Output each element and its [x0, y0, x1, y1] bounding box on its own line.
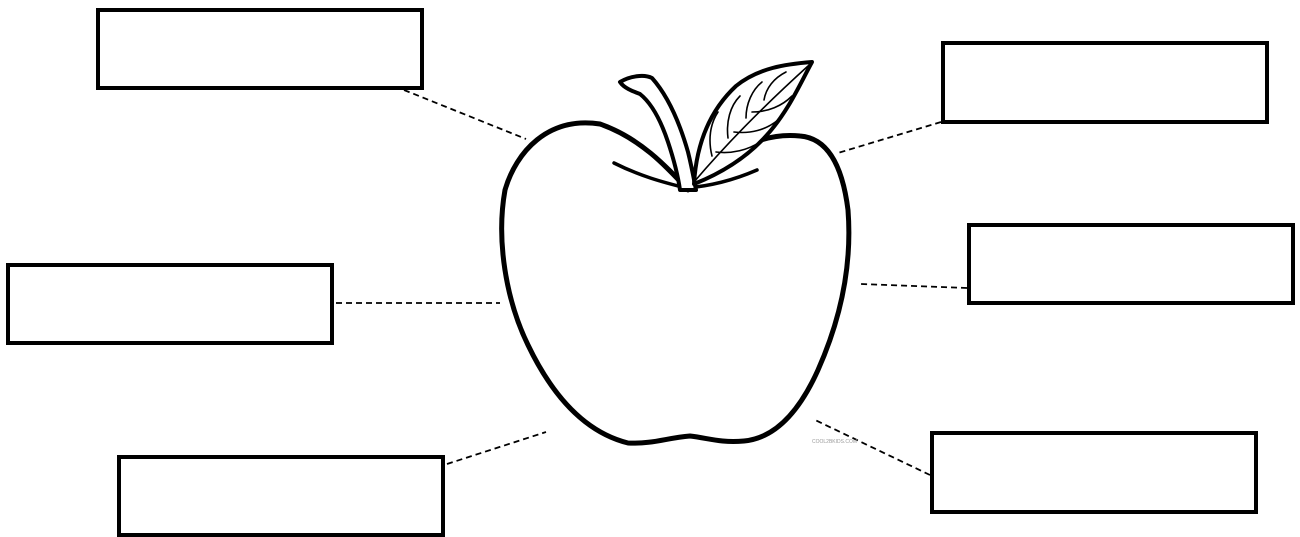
- label-box-mid-left[interactable]: [6, 263, 334, 345]
- label-box-bottom-right[interactable]: [930, 431, 1258, 514]
- leader-line-bottom-left: [446, 431, 547, 465]
- apple-body: [499, 120, 852, 446]
- label-box-top-right[interactable]: [941, 41, 1269, 124]
- apple-stem: [618, 73, 698, 192]
- leader-line-bottom-right: [812, 418, 931, 476]
- label-box-bottom-left[interactable]: [117, 455, 445, 537]
- apple-icon: [499, 60, 852, 446]
- leader-line-top-left: [403, 89, 527, 140]
- label-box-top-left[interactable]: [96, 8, 424, 90]
- label-box-mid-right[interactable]: [967, 223, 1295, 305]
- leader-line-mid-right: [860, 283, 968, 289]
- watermark-text: COOL2BKIDS.COM: [812, 439, 857, 445]
- apple-leaf-veins: [693, 65, 809, 183]
- leader-line-top-right: [837, 121, 942, 154]
- apple-leaf: [692, 60, 814, 186]
